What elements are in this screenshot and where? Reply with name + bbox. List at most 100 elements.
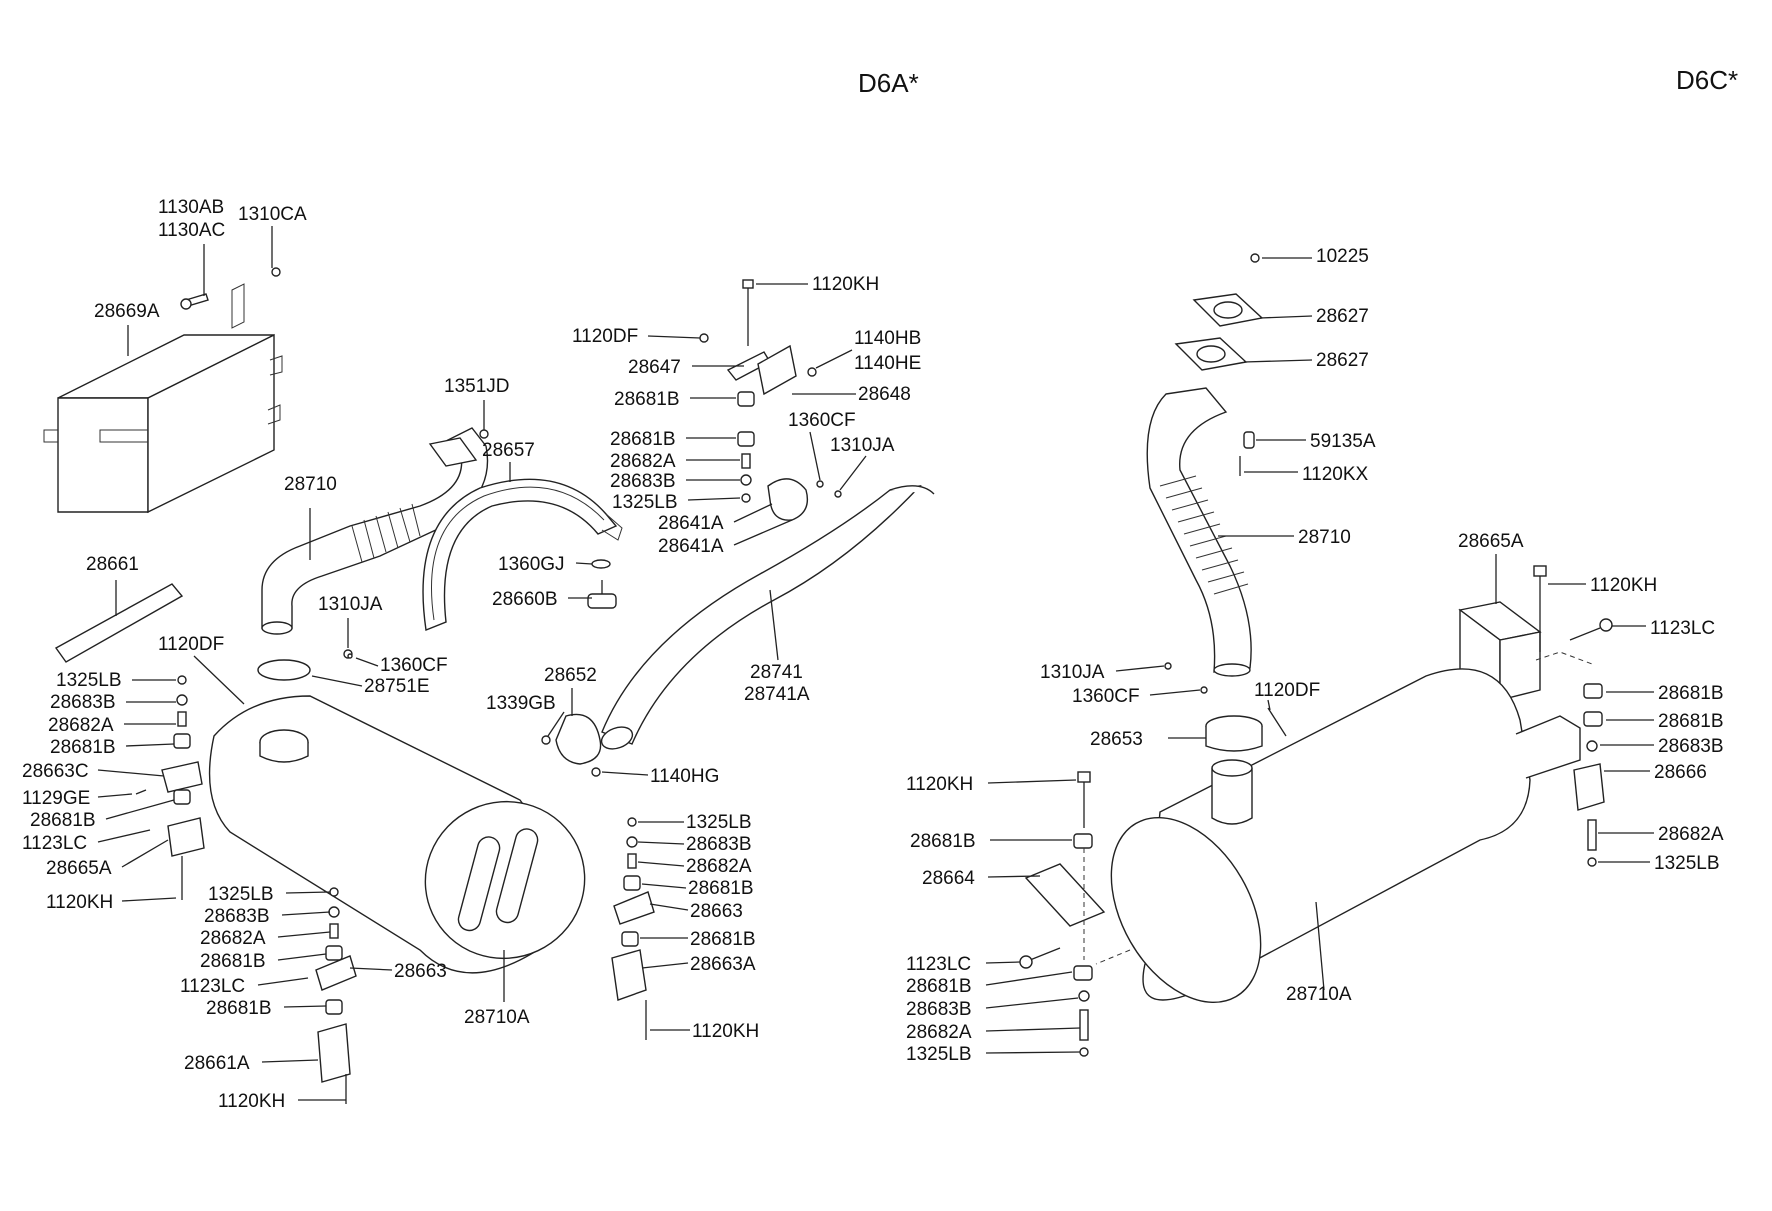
flex-pipe-28710-right bbox=[1146, 387, 1252, 677]
muffler-28710a-right bbox=[1095, 651, 1593, 1004]
part-label: 28681B bbox=[614, 389, 680, 410]
nut-10225 bbox=[1250, 253, 1260, 263]
nut-1360cf-upper bbox=[816, 480, 824, 488]
part-label: 28681B bbox=[688, 878, 754, 899]
bolt-head-1123lc-right-top bbox=[1599, 618, 1613, 632]
part-label: 1123LC bbox=[22, 833, 87, 854]
part-label: 1360CF bbox=[788, 410, 856, 431]
part-label: 28751E bbox=[364, 676, 430, 697]
part-label: 28682A bbox=[1658, 824, 1724, 845]
part-label: 28681B bbox=[200, 951, 266, 972]
bracket-28665a-right bbox=[1458, 601, 1542, 702]
nut-1360cf-right bbox=[1200, 686, 1208, 694]
part-label: 10225 bbox=[1316, 246, 1369, 267]
part-label: 1123LC bbox=[906, 954, 971, 975]
part-label: 28666 bbox=[1654, 762, 1707, 783]
muffler-28710a-left bbox=[208, 695, 586, 974]
part-label: 1351JD bbox=[444, 376, 510, 397]
nut-1310ja-upper bbox=[834, 490, 842, 498]
part-label: 28664 bbox=[922, 868, 975, 889]
variant-title-d6c: D6C* bbox=[1676, 65, 1738, 95]
gasket-28627-lower bbox=[1174, 337, 1248, 371]
tail-pipe-28741 bbox=[600, 485, 935, 750]
part-label: 28681B bbox=[690, 929, 756, 950]
part-label: 28681B bbox=[30, 810, 96, 831]
part-label: 1325LB bbox=[686, 812, 752, 833]
heat-shield-cover-28657 bbox=[422, 478, 623, 631]
part-label: 28683B bbox=[50, 692, 116, 713]
part-label: 28683B bbox=[686, 834, 752, 855]
part-label: 28682A bbox=[610, 451, 676, 472]
part-label: 28683B bbox=[610, 471, 676, 492]
nut-1339gb bbox=[541, 735, 551, 745]
clamp-28652 bbox=[555, 713, 602, 765]
part-label: 1140HG bbox=[650, 766, 719, 787]
part-label: 28663 bbox=[690, 901, 743, 922]
part-label: 28661 bbox=[86, 554, 139, 575]
heat-shield-box bbox=[43, 283, 283, 514]
nut-1310ja bbox=[347, 653, 353, 659]
part-label: 28741A bbox=[744, 684, 810, 705]
part-label: 1325LB bbox=[208, 884, 274, 905]
part-label: 28652 bbox=[544, 665, 597, 686]
stud-59135a bbox=[1243, 431, 1255, 449]
part-label: 28710 bbox=[1298, 527, 1351, 548]
part-label: 1360CF bbox=[380, 655, 448, 676]
part-label: 1123LC bbox=[1650, 618, 1715, 639]
part-label: 28681B bbox=[206, 998, 272, 1019]
part-label: 1130AB bbox=[158, 197, 224, 218]
part-label: 28641A bbox=[658, 536, 724, 557]
clamp-28653 bbox=[1205, 715, 1263, 752]
part-label: 28627 bbox=[1316, 306, 1369, 327]
nut-1310ca bbox=[271, 267, 281, 277]
gasket-28627-upper bbox=[1192, 293, 1264, 327]
part-label: 28710A bbox=[464, 1007, 530, 1028]
rubber-mount-28660b bbox=[587, 559, 617, 609]
part-label: 28710A bbox=[1286, 984, 1352, 1005]
hanger-stack-right-lower bbox=[1019, 771, 1106, 1057]
part-label: 1310JA bbox=[830, 435, 895, 456]
bolt-1123lc-right-top bbox=[1569, 627, 1601, 641]
part-label: 28681B bbox=[1658, 711, 1724, 732]
part-label: 28663 bbox=[394, 961, 447, 982]
bolt-1140hg bbox=[591, 767, 601, 777]
part-label: 28660B bbox=[492, 589, 558, 610]
part-label: 28653 bbox=[1090, 729, 1143, 750]
part-label: 28681B bbox=[610, 429, 676, 450]
part-label: 28681B bbox=[1658, 683, 1724, 704]
part-label: 28683B bbox=[906, 999, 972, 1020]
part-label: 1129GE bbox=[22, 788, 90, 809]
part-label: 28681B bbox=[906, 976, 972, 997]
part-label: 1140HB bbox=[854, 328, 921, 349]
part-label: 28683B bbox=[1658, 736, 1724, 757]
part-label: 28657 bbox=[482, 440, 535, 461]
part-label: 1120KH bbox=[906, 774, 973, 795]
part-label: 1130AC bbox=[158, 220, 225, 241]
part-label: 1120KX bbox=[1302, 464, 1369, 485]
bolt-1120df-upper bbox=[699, 333, 709, 343]
part-label: 1360CF bbox=[1072, 686, 1140, 707]
part-label: 1325LB bbox=[612, 492, 678, 513]
nut-1310ja-right bbox=[1164, 662, 1172, 670]
part-label: 1325LB bbox=[1654, 853, 1720, 874]
hanger-stack-lower-center bbox=[315, 887, 357, 1104]
clamp-28751e bbox=[257, 659, 311, 681]
part-label: 28669A bbox=[94, 301, 160, 322]
part-label: 1120DF bbox=[1254, 680, 1320, 701]
part-label: 1325LB bbox=[56, 670, 122, 691]
part-label: 28627 bbox=[1316, 350, 1369, 371]
part-label: 1120KH bbox=[692, 1021, 759, 1042]
hanger-stack-right-side bbox=[1573, 683, 1605, 867]
part-label: 28682A bbox=[48, 715, 114, 736]
part-label: 28665A bbox=[1458, 531, 1524, 552]
leader-lines bbox=[97, 226, 1654, 1101]
hanger-assembly-28647 bbox=[726, 279, 809, 521]
variant-title-d6a: D6A* bbox=[858, 68, 919, 98]
part-label: 59135A bbox=[1310, 431, 1376, 452]
bolt-1140hb bbox=[807, 367, 817, 377]
bolt-1120df-right bbox=[1267, 707, 1287, 737]
bolt-1351jd bbox=[479, 429, 489, 439]
part-label: 1310JA bbox=[318, 594, 383, 615]
part-label: 1140HE bbox=[854, 353, 921, 374]
part-label: 28741 bbox=[750, 662, 803, 683]
